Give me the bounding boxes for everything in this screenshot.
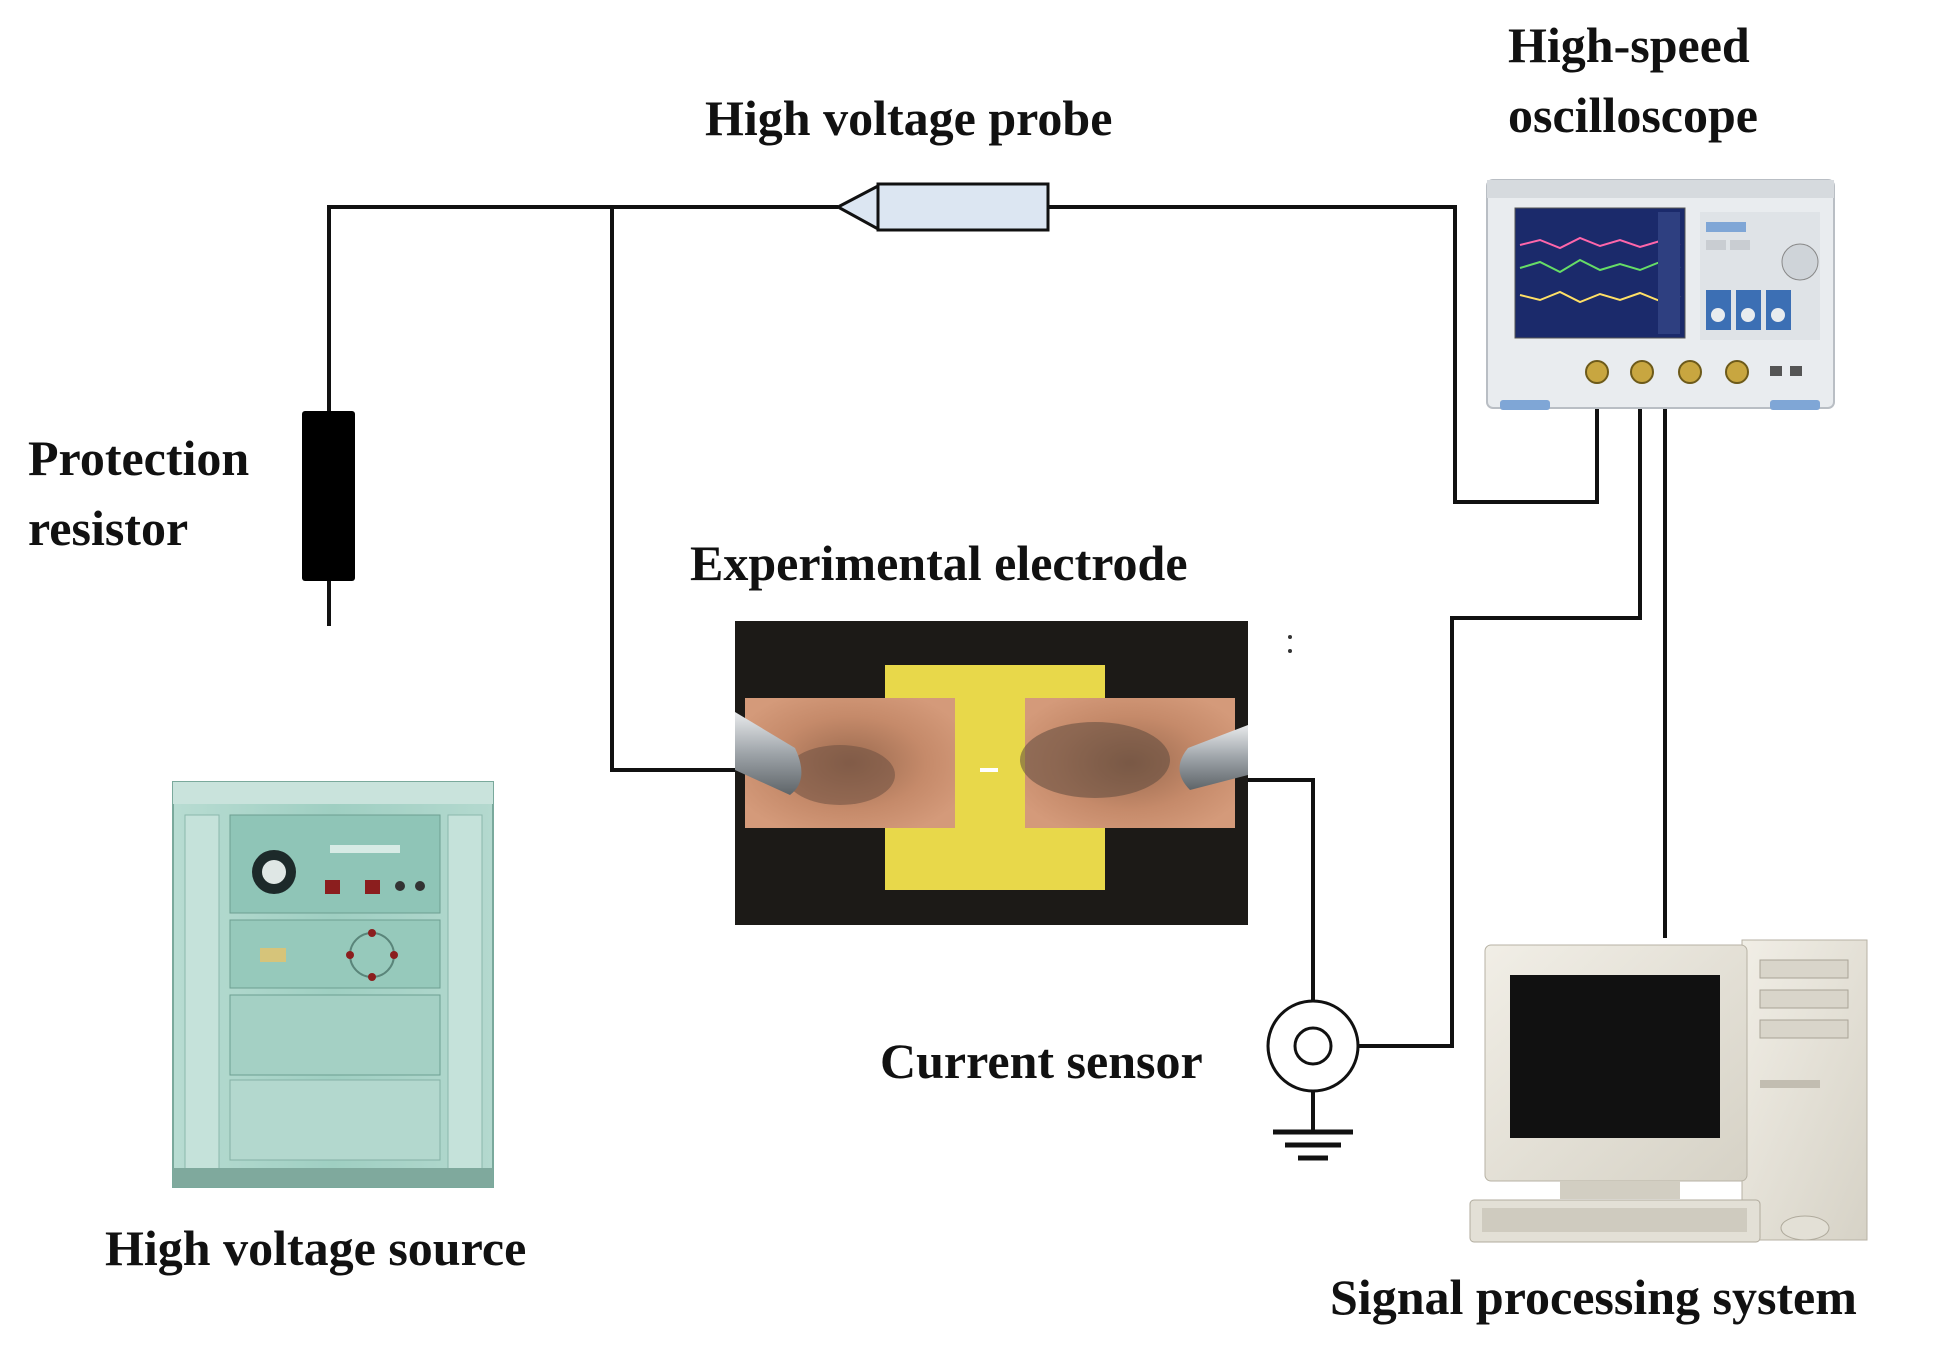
high-voltage-source-image [172,781,494,1188]
current-sensor-icon [1266,999,1360,1093]
protection-resistor-icon [302,411,355,581]
current-sensor-label: Current sensor [880,1033,1203,1089]
oscilloscope-label-line1: High-speed [1508,17,1750,73]
high-voltage-probe-icon [834,182,1050,232]
wire-probe-to-oscilloscope [1048,205,1599,504]
oscilloscope-image [1486,179,1835,410]
high-voltage-source-label: High voltage source [105,1220,526,1276]
experimental-electrode-label: Experimental electrode [690,535,1188,591]
protection-resistor-label-line2: resistor [28,500,188,556]
wire-to-electrode-left [610,207,735,772]
high-voltage-probe-label: High voltage probe [705,90,1112,146]
wire-sensor-to-oscilloscope [1358,382,1642,1048]
ground-symbol-icon [1273,1129,1353,1161]
computer-image [1469,939,1868,1243]
stray-mark [1288,635,1292,639]
stray-mark [1288,649,1292,653]
experimental-electrode-image [735,621,1248,925]
wire-electrode-to-sensor [1248,778,1315,1010]
protection-resistor-label-line1: Protection [28,430,249,486]
oscilloscope-label-line2: oscilloscope [1508,87,1758,143]
signal-processing-system-label: Signal processing system [1330,1269,1857,1325]
circuit-wires [327,205,1667,1132]
